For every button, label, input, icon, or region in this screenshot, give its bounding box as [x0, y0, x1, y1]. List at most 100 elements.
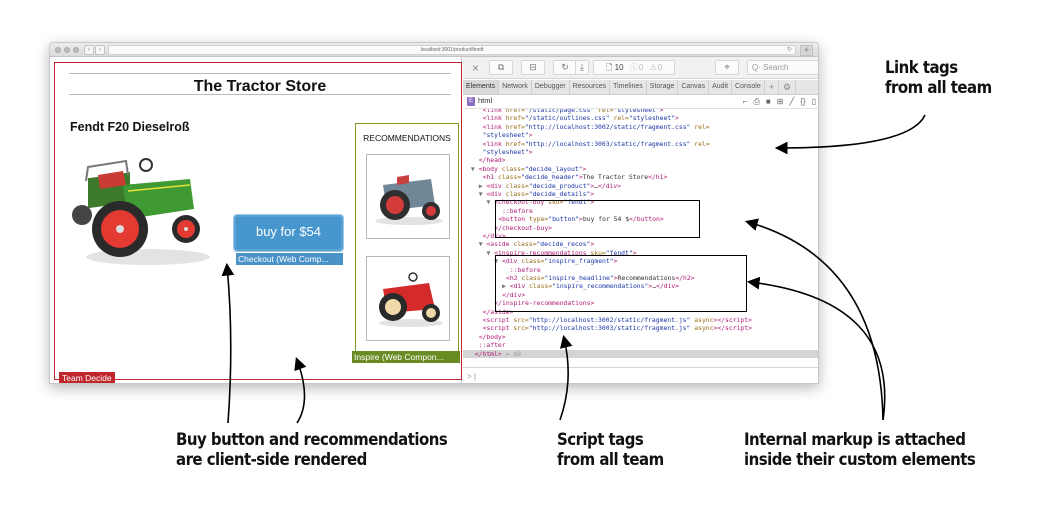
- dom-node-line[interactable]: "stylesheet">: [482, 131, 533, 140]
- tab-debugger[interactable]: Debugger: [532, 80, 570, 94]
- annotation-script-tags: Script tags from all team: [557, 430, 664, 470]
- dom-node-line[interactable]: </checkout-buy>: [494, 223, 553, 232]
- minimize-window-dot[interactable]: [64, 47, 70, 53]
- search-icon: Q·: [752, 63, 761, 72]
- dom-node-line[interactable]: ▼ <body class="decide_layout">: [470, 164, 587, 173]
- annotation-line: inside their custom elements: [744, 450, 976, 470]
- inspire-recommendations-highlight: [495, 255, 747, 312]
- download-icon[interactable]: ⤓: [575, 60, 589, 75]
- inspector-tabs: Elements Network Debugger Resources Time…: [463, 80, 818, 95]
- annotation-line: Buy button and recommendations: [176, 430, 448, 450]
- dom-node-line[interactable]: ▼ <inspire-recommendations sku="fendt">: [486, 248, 637, 257]
- dom-tree[interactable]: <link href="/static/page.css" rel="style…: [463, 109, 818, 363]
- arrow-inspire-markup: [746, 276, 886, 421]
- tab-resources[interactable]: Resources: [570, 80, 611, 94]
- annotation-link-tags: Link tags from all team: [885, 58, 992, 98]
- tab-console[interactable]: Console: [732, 80, 765, 94]
- breadcrumb-html[interactable]: html: [478, 96, 493, 105]
- dom-node-line[interactable]: <script src="http://localhost:3003/stati…: [482, 324, 752, 333]
- dom-node-line[interactable]: ::before: [502, 206, 533, 215]
- url-text: localhost:3001/product/fendt: [420, 47, 484, 53]
- layers-icon[interactable]: ⌐: [742, 97, 748, 106]
- dom-node-line[interactable]: <script src="http://localhost:3002/stati…: [482, 316, 752, 324]
- resource-counts[interactable]: 🗋 10 ⓘ0 ⚠0: [593, 60, 675, 75]
- tab-canvas[interactable]: Canvas: [678, 80, 710, 94]
- dom-node-line[interactable]: ▼ <div class="inspire_fragment">: [494, 257, 618, 266]
- dom-node-line[interactable]: </head>: [478, 156, 506, 165]
- zoom-window-dot[interactable]: [73, 47, 79, 53]
- annotation-line: Link tags: [885, 58, 958, 78]
- dom-node-line[interactable]: ▼ <div class="decide_details">: [478, 190, 595, 198]
- dom-node-line[interactable]: <button type="button">buy for 54 $</butt…: [498, 215, 664, 224]
- tab-storage[interactable]: Storage: [647, 80, 679, 94]
- product-image-tractor: [72, 158, 210, 265]
- dom-node-line[interactable]: ▼ <checkout-buy sku="fendt">: [486, 198, 595, 207]
- recommendations-fragment: RECOMMENDATIONS: [355, 123, 459, 360]
- back-button[interactable]: ‹: [84, 45, 94, 55]
- forward-button[interactable]: ›: [95, 45, 105, 55]
- dom-node-line[interactable]: </div>: [482, 232, 506, 240]
- dom-node-line[interactable]: </html> = $0: [463, 349, 818, 358]
- dom-node-line[interactable]: ▶ <div class="inspire_recommendations">……: [502, 282, 680, 291]
- dom-node-line[interactable]: <link href="http://localhost:3003/static…: [482, 139, 710, 148]
- close-inspector-icon[interactable]: ×: [472, 61, 480, 75]
- tab-timelines[interactable]: Timelines: [610, 80, 647, 94]
- address-bar[interactable]: localhost:3001/product/fendt ↻: [108, 45, 796, 55]
- dom-node-line[interactable]: ▶ <div class="decide_product">…</div>: [478, 181, 622, 190]
- decide-team-label: Team Decide: [59, 372, 115, 383]
- dom-node-line[interactable]: </div>: [502, 290, 526, 299]
- braces-icon[interactable]: {}: [800, 97, 806, 106]
- console-prompt[interactable]: > |: [463, 367, 818, 383]
- dom-node-line[interactable]: <link href="/static/page.css" rel="style…: [482, 109, 664, 114]
- dom-node-line[interactable]: ::after: [478, 341, 506, 350]
- annotation-internal-markup: Internal markup is attached inside their…: [744, 430, 976, 470]
- browser-titlebar: ‹ › localhost:3001/product/fendt ↻ +: [50, 43, 818, 57]
- tab-elements[interactable]: Elements: [463, 80, 500, 94]
- tab-network[interactable]: Network: [499, 80, 532, 94]
- edit-pencil-icon[interactable]: ╱: [789, 97, 795, 106]
- dom-node-line[interactable]: <link href="/static/outlines.css" rel="s…: [482, 114, 679, 123]
- search-placeholder: Search: [763, 63, 789, 72]
- detach-window-icon[interactable]: ⧉: [489, 60, 513, 75]
- checkout-buy-highlight: [495, 200, 700, 238]
- dom-node-line[interactable]: "stylesheet">: [482, 148, 533, 156]
- new-tab-button[interactable]: +: [800, 45, 813, 56]
- annotation-line: from all team: [885, 78, 992, 98]
- dark-mode-icon[interactable]: ■: [765, 97, 771, 106]
- add-tab-icon[interactable]: +: [765, 80, 779, 94]
- prompt-chevron: >: [467, 372, 472, 381]
- error-icon: ⓘ: [629, 63, 638, 72]
- dom-node-line[interactable]: </body>: [478, 332, 506, 341]
- settings-gear-icon[interactable]: ⚙: [779, 80, 797, 94]
- print-icon[interactable]: ⎙: [753, 97, 760, 106]
- reload-icon[interactable]: ↻: [786, 47, 792, 53]
- annotation-line: from all team: [557, 450, 664, 470]
- dom-node-line[interactable]: <h2 class="inspire_headline">Recommendat…: [506, 274, 695, 282]
- dom-node-line[interactable]: ▼ <aside class="decide_recos">: [478, 240, 595, 249]
- web-inspector: × ⧉ ⊟ ↻ ⤓ 🗋 10 ⓘ0 ⚠0 ⌖ Q· Search Element: [463, 57, 818, 383]
- recommendation-image-red-tractor: [379, 272, 443, 327]
- close-window-dot[interactable]: [55, 47, 61, 53]
- arrow-link-tags: [774, 114, 926, 155]
- checkout-fragment: buy for $54 Checkout (Web Comp...: [233, 214, 344, 267]
- errors-count: 0: [638, 63, 644, 72]
- buy-button[interactable]: buy for $54: [233, 214, 344, 252]
- dom-node-line[interactable]: </inspire-recommendations>: [494, 299, 595, 308]
- dom-breadcrumb: E html ⌐ ⎙ ■ ⊞ ╱ {} ▯: [463, 95, 818, 109]
- warnings-count: 0: [657, 63, 663, 72]
- recommendation-item[interactable]: [366, 256, 450, 341]
- grid-icon[interactable]: ⊞: [776, 97, 784, 106]
- inspect-element-icon[interactable]: ⌖: [715, 60, 739, 75]
- tab-audit[interactable]: Audit: [709, 80, 733, 94]
- dom-node-line[interactable]: ::before: [509, 265, 541, 274]
- dom-node-line[interactable]: <h1 class="decide_header">The Tractor St…: [482, 173, 668, 182]
- store-title: The Tractor Store: [69, 73, 451, 95]
- checkout-team-label: Checkout (Web Comp...: [236, 253, 343, 265]
- recommendation-item[interactable]: [366, 154, 450, 239]
- sidebar-toggle-icon[interactable]: ▯: [811, 97, 816, 106]
- dock-bottom-icon[interactable]: ⊟: [521, 60, 545, 75]
- dom-node-line[interactable]: <link href="http://localhost:3002/static…: [482, 122, 710, 131]
- inspector-search-input[interactable]: Q· Search: [747, 60, 818, 75]
- annotation-line: Script tags: [557, 430, 644, 450]
